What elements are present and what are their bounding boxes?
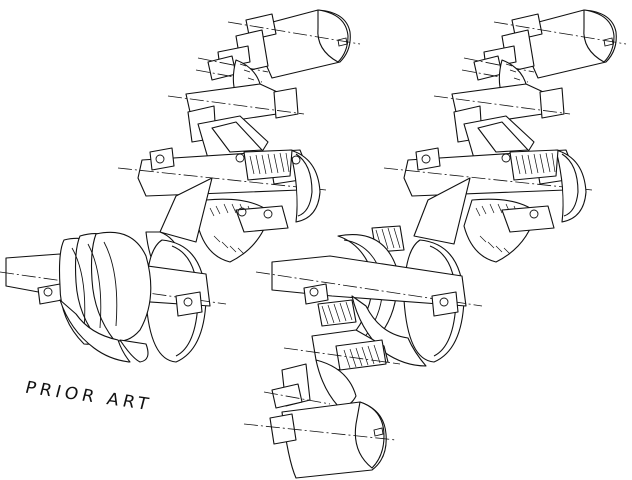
improved-assembly [243, 9, 627, 479]
prior-art-assembly [0, 9, 361, 363]
